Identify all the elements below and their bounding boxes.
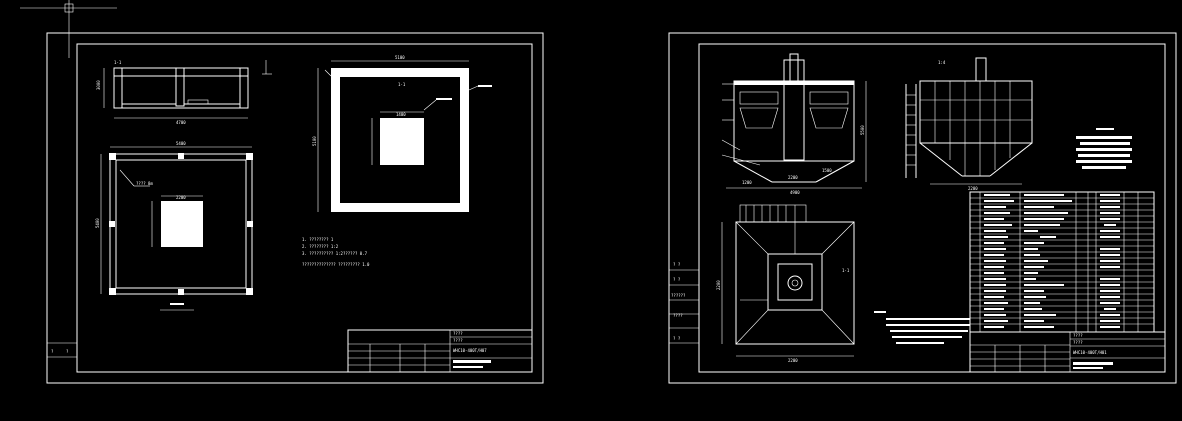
crosshair-cursor bbox=[20, 0, 117, 58]
right-plan-height-dim: 2200 bbox=[716, 280, 721, 290]
left-title-block: ???? ???? WHC10-400T/H07 bbox=[347, 329, 533, 373]
elevation-height-dim: 5500 bbox=[860, 125, 865, 135]
right-mark-5: ? ? bbox=[673, 336, 681, 341]
section-height-dim: 3000 bbox=[96, 80, 101, 90]
right-tb-row2: ???? bbox=[1073, 340, 1083, 345]
left-drawing-number: WHC10-400T/H07 bbox=[453, 348, 487, 353]
parts-table-rows bbox=[970, 197, 1154, 325]
elevation-sub-dim-2: 2200 bbox=[788, 175, 798, 180]
right-plan-label: 1-1 bbox=[842, 268, 850, 273]
note-line-2: 2. ???????? 1:2 bbox=[302, 244, 339, 249]
right-tb-row1: ???? bbox=[1073, 333, 1083, 338]
left-tb-row1: ???? bbox=[453, 331, 463, 336]
section-label: 1-1 bbox=[114, 60, 122, 65]
note-line-3: 3. ?????????? 1:2?????? 0.7 bbox=[302, 251, 368, 256]
side-width-dim: 2200 bbox=[968, 186, 978, 191]
plan-label: ???? 8m bbox=[136, 181, 153, 186]
parts-table bbox=[969, 191, 1155, 333]
foundation-height-dim: 5100 bbox=[312, 136, 317, 146]
plan-height-dim: 5400 bbox=[95, 218, 100, 228]
parts-table-fills bbox=[984, 194, 1120, 328]
right-mark-2: ? ? bbox=[673, 277, 681, 282]
right-sheet-border bbox=[668, 32, 1177, 384]
foundation-plan: 5100 5100 1400 1-1 bbox=[312, 55, 492, 212]
left-sheet: ? ? 4700 3000 1-1 bbox=[46, 32, 544, 384]
notes-block: 1. ???????? 1 2. ???????? 1:2 3. ???????… bbox=[302, 237, 370, 267]
side-label: 1:4 bbox=[938, 60, 946, 65]
right-sheet: ? ? ? ? ?????? ???? ? ? 4900 550 bbox=[668, 32, 1177, 384]
right-mark-1: ? ? bbox=[673, 262, 681, 267]
note-line-1: 1. ???????? 1 bbox=[302, 237, 334, 242]
elevation-sub-dim-1: 1200 bbox=[742, 180, 752, 185]
foundation-inner-dim: 1400 bbox=[396, 112, 406, 117]
section-view: 4700 3000 1-1 bbox=[96, 60, 272, 125]
elevation-sub-dim-3: 1500 bbox=[822, 168, 832, 173]
elevation-view: 4900 5500 1200 2200 1500 bbox=[721, 53, 867, 195]
right-mark-3: ?????? bbox=[671, 293, 686, 298]
note-line-4: ?????????????? ????????? 1.0 bbox=[302, 262, 370, 267]
plan-view: 5400 5400 2200 ???? 8m bbox=[95, 141, 253, 311]
elevation-width-dim: 4900 bbox=[790, 190, 800, 195]
right-plan-view: 2200 2200 1-1 bbox=[716, 204, 970, 363]
plan-width-dim: 5400 bbox=[176, 141, 186, 146]
foundation-width-dim: 5100 bbox=[395, 55, 405, 60]
foundation-label: 1-1 bbox=[398, 82, 406, 87]
plan-inner-dim: 2200 bbox=[176, 195, 186, 200]
right-drawing-number: WHC10-400T/H01 bbox=[1073, 350, 1107, 355]
right-title-block: ???? ???? WHC10-400T/H01 bbox=[969, 331, 1166, 373]
section-width-dim: 4700 bbox=[176, 120, 186, 125]
right-sheet-frame bbox=[698, 43, 1166, 373]
left-sheet-frame bbox=[76, 43, 533, 373]
left-mark-a: ? bbox=[51, 349, 54, 354]
right-mark-4: ???? bbox=[673, 313, 683, 318]
left-tb-row2: ???? bbox=[453, 338, 463, 343]
right-plan-width-dim: 2200 bbox=[788, 358, 798, 363]
side-view: 2200 1:4 bbox=[905, 57, 1132, 191]
left-mark-b: ? bbox=[66, 349, 69, 354]
left-sheet-border bbox=[46, 32, 544, 384]
